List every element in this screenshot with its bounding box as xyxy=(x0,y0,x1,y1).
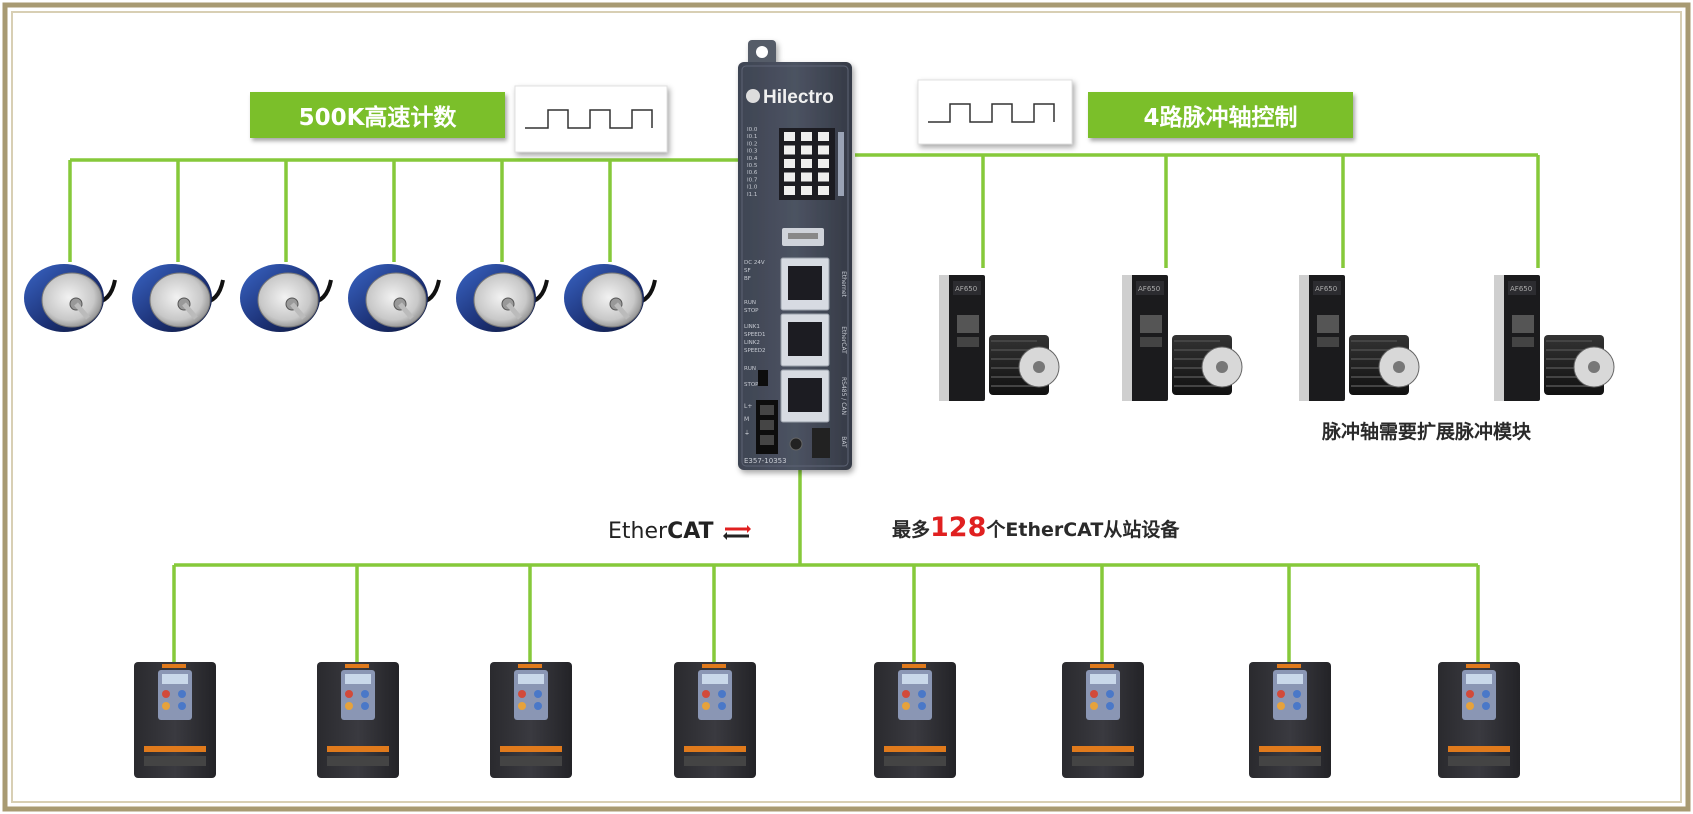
io-terminal-slot xyxy=(801,132,812,141)
servo-drive-icon: AF650 xyxy=(939,275,1060,401)
io-terminal-slot xyxy=(818,132,829,141)
port-label: RS485 / CAN xyxy=(840,377,847,415)
encoder-icon xyxy=(456,264,549,332)
servo-bus xyxy=(855,153,1540,268)
switch-label: STOP xyxy=(744,382,759,388)
slave-count-note: 最多128个EtherCAT从站设备 xyxy=(892,512,1179,543)
servo-brand-label: AF650 xyxy=(1315,285,1337,293)
io-terminal-slot xyxy=(801,159,812,168)
status-label: LINK2 xyxy=(744,340,760,346)
ethercat-logo-cat: CAT xyxy=(667,519,714,544)
status-label: DC 24V xyxy=(744,260,765,266)
encoder-icon xyxy=(564,264,657,332)
plc-model: E357-10353 xyxy=(744,457,787,465)
inner-frame xyxy=(11,11,1682,803)
servo-drive-icon: AF650 xyxy=(1494,275,1615,401)
io-label: I0.1 xyxy=(747,134,757,140)
status-label: LINK1 xyxy=(744,324,760,330)
counter-label: 500K高速计数 xyxy=(250,92,505,138)
io-label: I1.1 xyxy=(747,192,757,198)
servo-drive-icon: AF650 xyxy=(1122,275,1243,401)
pulse-module-note: 脉冲轴需要扩展脉冲模块 xyxy=(1322,421,1532,443)
io-terminal-slot xyxy=(784,145,795,155)
slave-count-number: 128 xyxy=(930,512,987,543)
pulse-wave-right xyxy=(917,79,1073,145)
vfd-drive-icon xyxy=(317,662,399,778)
power-label: M xyxy=(744,416,749,423)
io-label: I0.3 xyxy=(747,149,758,155)
vfd-drive-icon xyxy=(1438,662,1520,778)
io-terminal-slot xyxy=(818,159,829,168)
io-label: I0.4 xyxy=(747,156,758,162)
servo-brand-label: AF650 xyxy=(1138,285,1160,293)
vfd-drive-icon xyxy=(1062,662,1144,778)
vfd-drive-icon xyxy=(874,662,956,778)
servo-brand-label: AF650 xyxy=(1510,285,1532,293)
encoder-icon xyxy=(24,264,117,332)
ethercat-logo-ether: Ether xyxy=(608,519,668,544)
pulse-wave-left xyxy=(514,85,668,153)
ethercat-arrows-icon xyxy=(722,525,751,540)
servo-drive-icon: AF650 xyxy=(1299,275,1420,401)
io-label: I0.0 xyxy=(747,127,758,133)
io-label: I0.5 xyxy=(747,163,758,169)
ethercat-bus xyxy=(172,470,1480,665)
status-label: SPEED1 xyxy=(744,332,766,338)
io-terminal-slot xyxy=(818,172,829,182)
battery-label: BAT xyxy=(840,436,847,448)
port-label: Ethernet xyxy=(840,271,847,297)
io-label: I0.2 xyxy=(747,141,757,147)
status-label: SF xyxy=(744,268,751,274)
io-label: I0.7 xyxy=(747,177,758,183)
status-label: BF xyxy=(744,276,751,282)
io-terminal-slot xyxy=(784,132,795,141)
io-terminal-slot xyxy=(818,145,829,155)
port-label: EtherCAT xyxy=(840,326,847,354)
io-label: I0.6 xyxy=(747,170,758,176)
switch-label: RUN xyxy=(744,366,756,372)
io-terminal-slot xyxy=(801,186,812,195)
vfd-drive-icon xyxy=(674,662,756,778)
status-label: STOP xyxy=(744,308,759,314)
status-label: SPEED2 xyxy=(744,348,766,354)
encoder-icon xyxy=(240,264,333,332)
io-terminal-slot xyxy=(784,172,795,182)
vfd-drive-icon xyxy=(490,662,572,778)
encoder-icon xyxy=(132,264,225,332)
encoder-row xyxy=(24,264,657,332)
power-label: ⏚ xyxy=(744,430,750,437)
io-terminal-slot xyxy=(801,145,812,155)
pulse-axis-label: 4路脉冲轴控制 xyxy=(1088,92,1353,138)
power-label: L+ xyxy=(744,403,752,410)
plc-brand: Hilectro xyxy=(763,87,834,108)
io-terminal-slot xyxy=(784,159,795,168)
vfd-row xyxy=(134,662,1520,778)
encoder-icon xyxy=(348,264,441,332)
status-label: RUN xyxy=(744,300,756,306)
servo-row: AF650 AF650 AF650 AF650 xyxy=(939,275,1615,401)
encoder-bus xyxy=(68,158,742,262)
vfd-drive-icon xyxy=(1249,662,1331,778)
io-terminal-slot xyxy=(801,172,812,182)
io-label: I1.0 xyxy=(747,185,758,191)
servo-brand-label: AF650 xyxy=(955,285,977,293)
ethercat-logo: EtherCAT xyxy=(608,519,751,544)
plc-controller: Hilectro I0.0I0.1I0.2I0.3I0.4I0.5I0.6I0.… xyxy=(738,40,852,470)
slave-count-suffix: 个EtherCAT从站设备 xyxy=(986,519,1180,541)
slave-count-prefix: 最多 xyxy=(892,519,931,541)
io-terminal-slot xyxy=(784,186,795,195)
io-terminal-slot xyxy=(818,186,829,195)
vfd-drive-icon xyxy=(134,662,216,778)
